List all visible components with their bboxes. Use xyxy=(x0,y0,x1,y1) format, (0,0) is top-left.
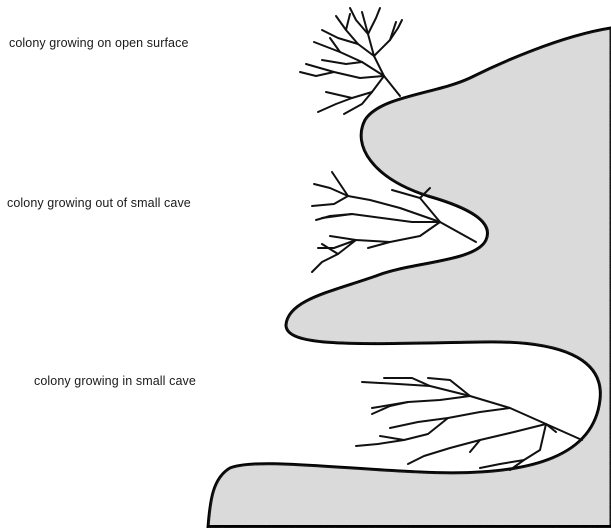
label-open-surface: colony growing on open surface xyxy=(9,36,189,50)
label-out-of-cave: colony growing out of small cave xyxy=(7,196,191,210)
label-in-cave: colony growing in small cave xyxy=(34,374,196,388)
rock-texture xyxy=(208,28,611,528)
colony-in-cave xyxy=(356,378,582,470)
colony-open-surface xyxy=(300,8,402,114)
